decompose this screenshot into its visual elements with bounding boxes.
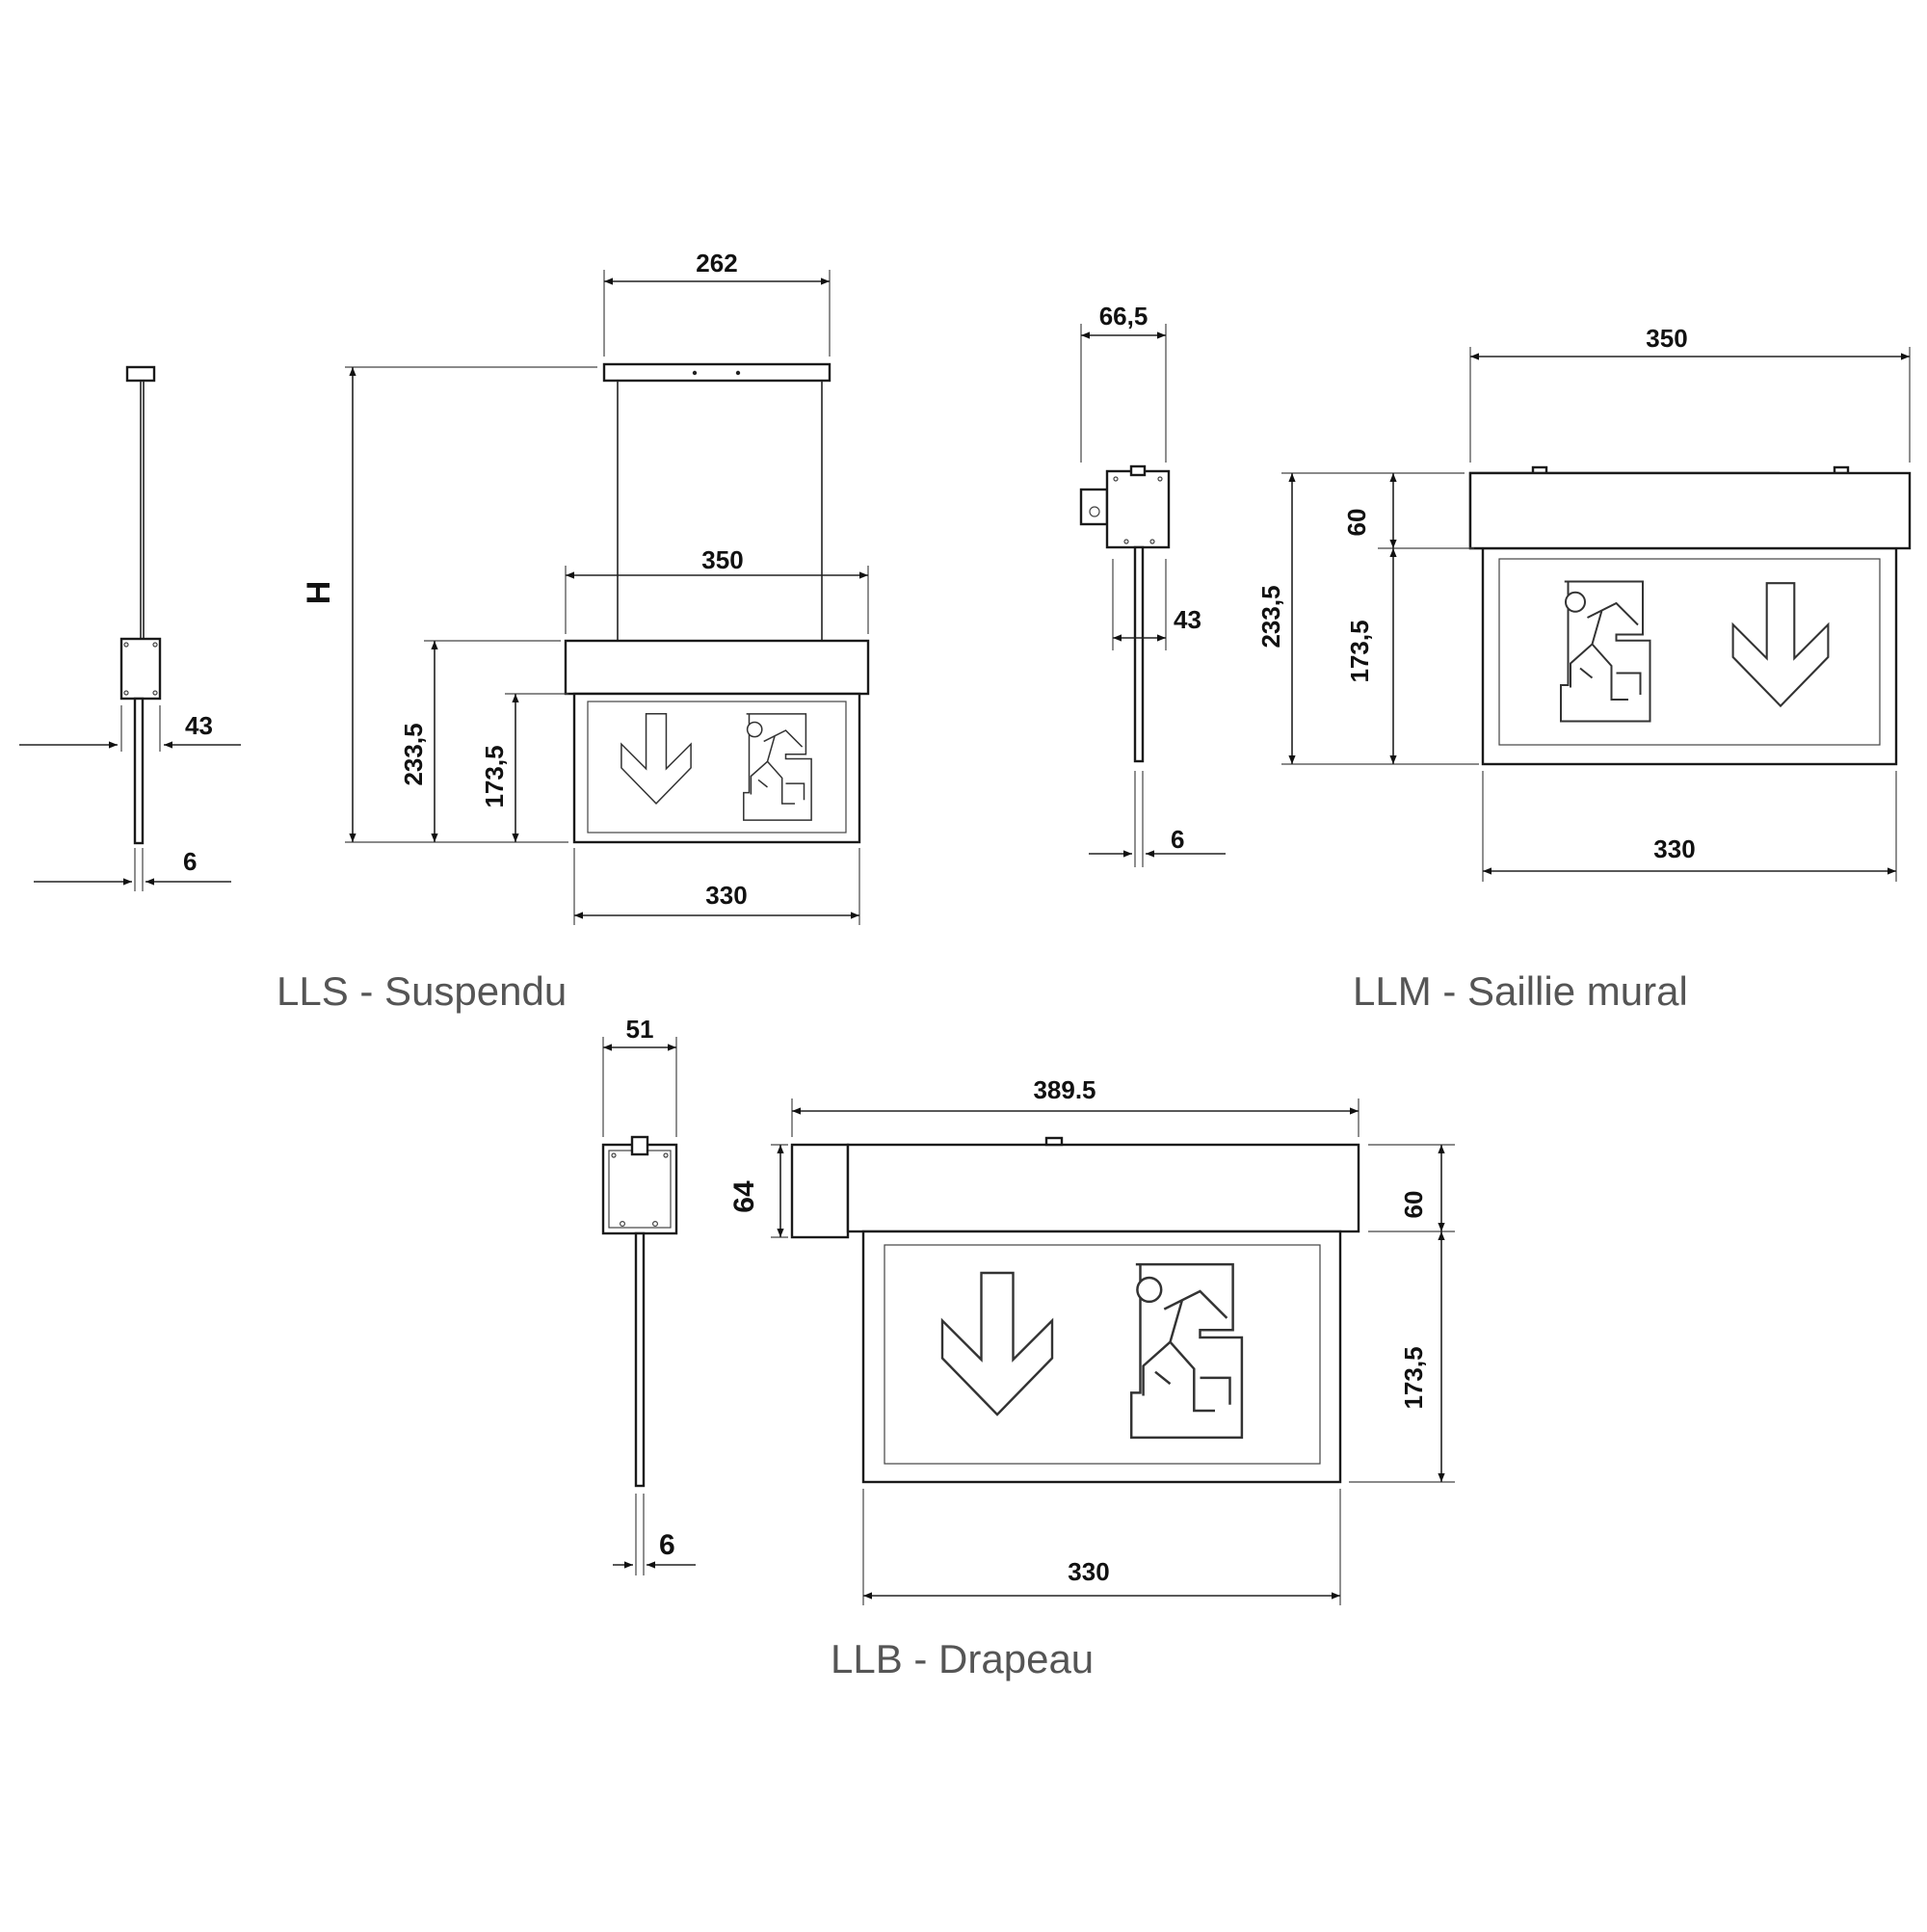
- llm-side-view: 66,5 43 6: [1079, 302, 1226, 867]
- lls-dim-233: 233,5: [399, 723, 428, 785]
- lls-side-view: 43 6: [19, 365, 241, 891]
- llm-dim-233: 233,5: [1256, 585, 1285, 648]
- llb-dim-3895: 389.5: [1033, 1075, 1095, 1104]
- llm-caption: LLM - Saillie mural: [1353, 968, 1688, 1014]
- llm-dim-173: 173,5: [1345, 620, 1374, 682]
- llb-side-51: 51: [626, 1015, 654, 1044]
- llb-dim-60: 60: [1399, 1191, 1428, 1219]
- lls-side-43: 43: [185, 711, 213, 740]
- lls-dim-330: 330: [705, 881, 747, 910]
- llm-side-6: 6: [1171, 825, 1184, 854]
- llm-dim-330: 330: [1653, 834, 1695, 863]
- running-man-exit-icon: [743, 713, 812, 821]
- llm-front-view: 350 60 233,5 173,5 330: [1256, 324, 1912, 882]
- llb-dim-330: 330: [1068, 1557, 1109, 1586]
- llb-dim-64: 64: [728, 1180, 760, 1213]
- llb-front-view: 389.5 64 60 173,5 330: [728, 1075, 1455, 1605]
- lls-dim-262: 262: [696, 249, 737, 278]
- llb-side-view: 51 6: [601, 1015, 696, 1575]
- running-man-exit-icon: [1129, 1262, 1244, 1440]
- lls-dim-350: 350: [701, 545, 743, 574]
- lls-caption: LLS - Suspendu: [277, 968, 567, 1014]
- llb-caption: LLB - Drapeau: [831, 1636, 1094, 1681]
- llb-side-6: 6: [659, 1529, 675, 1561]
- llm-side-665: 66,5: [1099, 302, 1148, 331]
- llb-group: 51 6 389.5 64: [601, 1015, 1455, 1681]
- lls-side-6: 6: [183, 847, 197, 876]
- llm-dim-60: 60: [1342, 509, 1371, 537]
- llm-group: 66,5 43 6 350: [1079, 302, 1912, 1014]
- llm-dim-350: 350: [1646, 324, 1687, 353]
- lls-front-view: 262 350 H 233,5 173,5 330: [301, 249, 870, 925]
- llm-side-43: 43: [1174, 605, 1201, 634]
- llb-dim-173: 173,5: [1399, 1346, 1428, 1409]
- lls-dim-h: H: [301, 581, 337, 605]
- running-man-exit-icon: [1560, 580, 1651, 723]
- lls-group: 43 6 262 35: [19, 249, 870, 1014]
- lls-dim-173: 173,5: [480, 745, 509, 807]
